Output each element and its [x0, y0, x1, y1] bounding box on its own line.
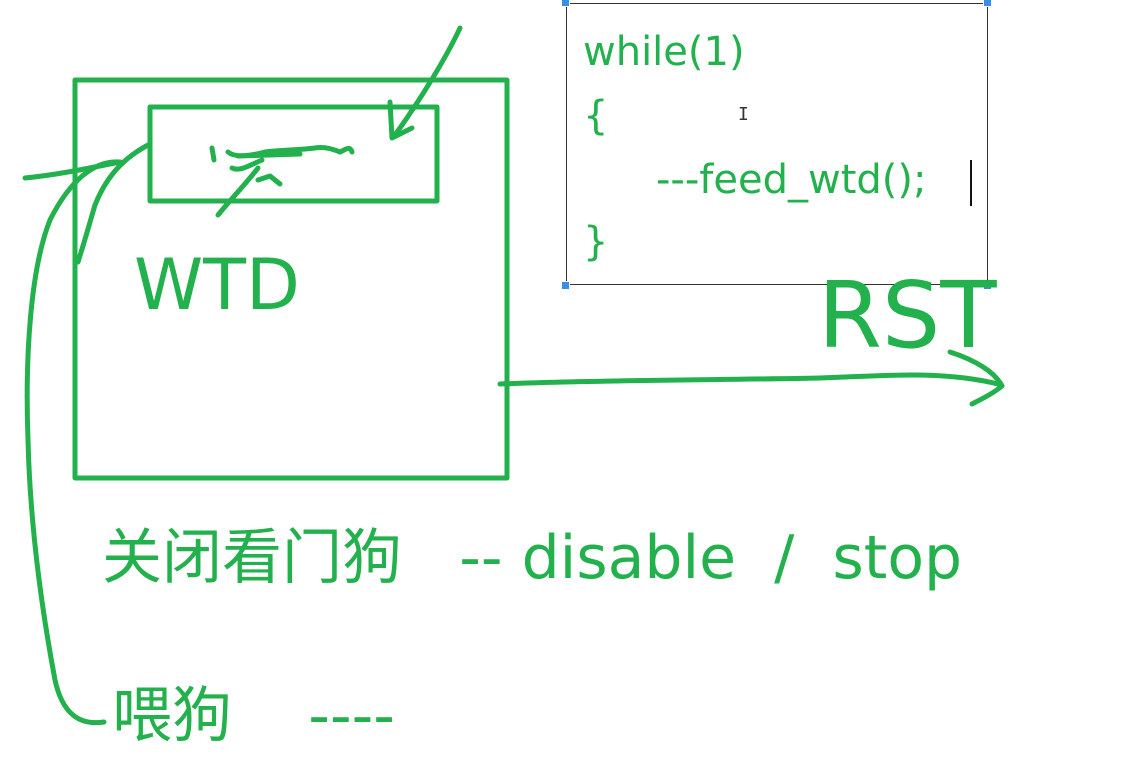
code-text-box[interactable]: [566, 3, 988, 285]
counter-scribble-2: [229, 151, 303, 187]
code-line-while[interactable]: while(1): [583, 29, 745, 75]
wtd-block-label: WTD: [134, 244, 300, 326]
resize-handle-icon[interactable]: [561, 0, 570, 7]
note-feed-dog: 喂狗 ----: [112, 681, 395, 751]
code-line-open-brace[interactable]: {: [583, 93, 609, 139]
resize-handle-icon[interactable]: [983, 281, 992, 290]
code-line-feed-call[interactable]: ---feed_wtd();: [656, 157, 927, 203]
rst-output-arrow: [497, 372, 1001, 387]
feed-loop-stroke: [24, 159, 123, 726]
left-diagonal-stroke: [75, 142, 151, 265]
rst-arrowhead: [947, 349, 1005, 407]
i-beam-cursor-icon: I: [738, 104, 749, 125]
text-caret: [970, 160, 972, 206]
feed-arrowhead-stroke: [387, 99, 415, 141]
code-line-close-brace[interactable]: }: [583, 219, 609, 265]
note-disable-watchdog: 关闭看门狗 -- disable / stop: [102, 523, 963, 593]
counter-register-outline: [147, 104, 440, 204]
resize-handle-icon[interactable]: [561, 281, 570, 290]
resize-handle-icon[interactable]: [983, 0, 992, 7]
counter-down-stroke: [215, 165, 261, 218]
feed-arrow-stroke: [392, 25, 463, 138]
rst-label: RST: [818, 262, 997, 369]
wtd-block-outline: [72, 77, 510, 481]
